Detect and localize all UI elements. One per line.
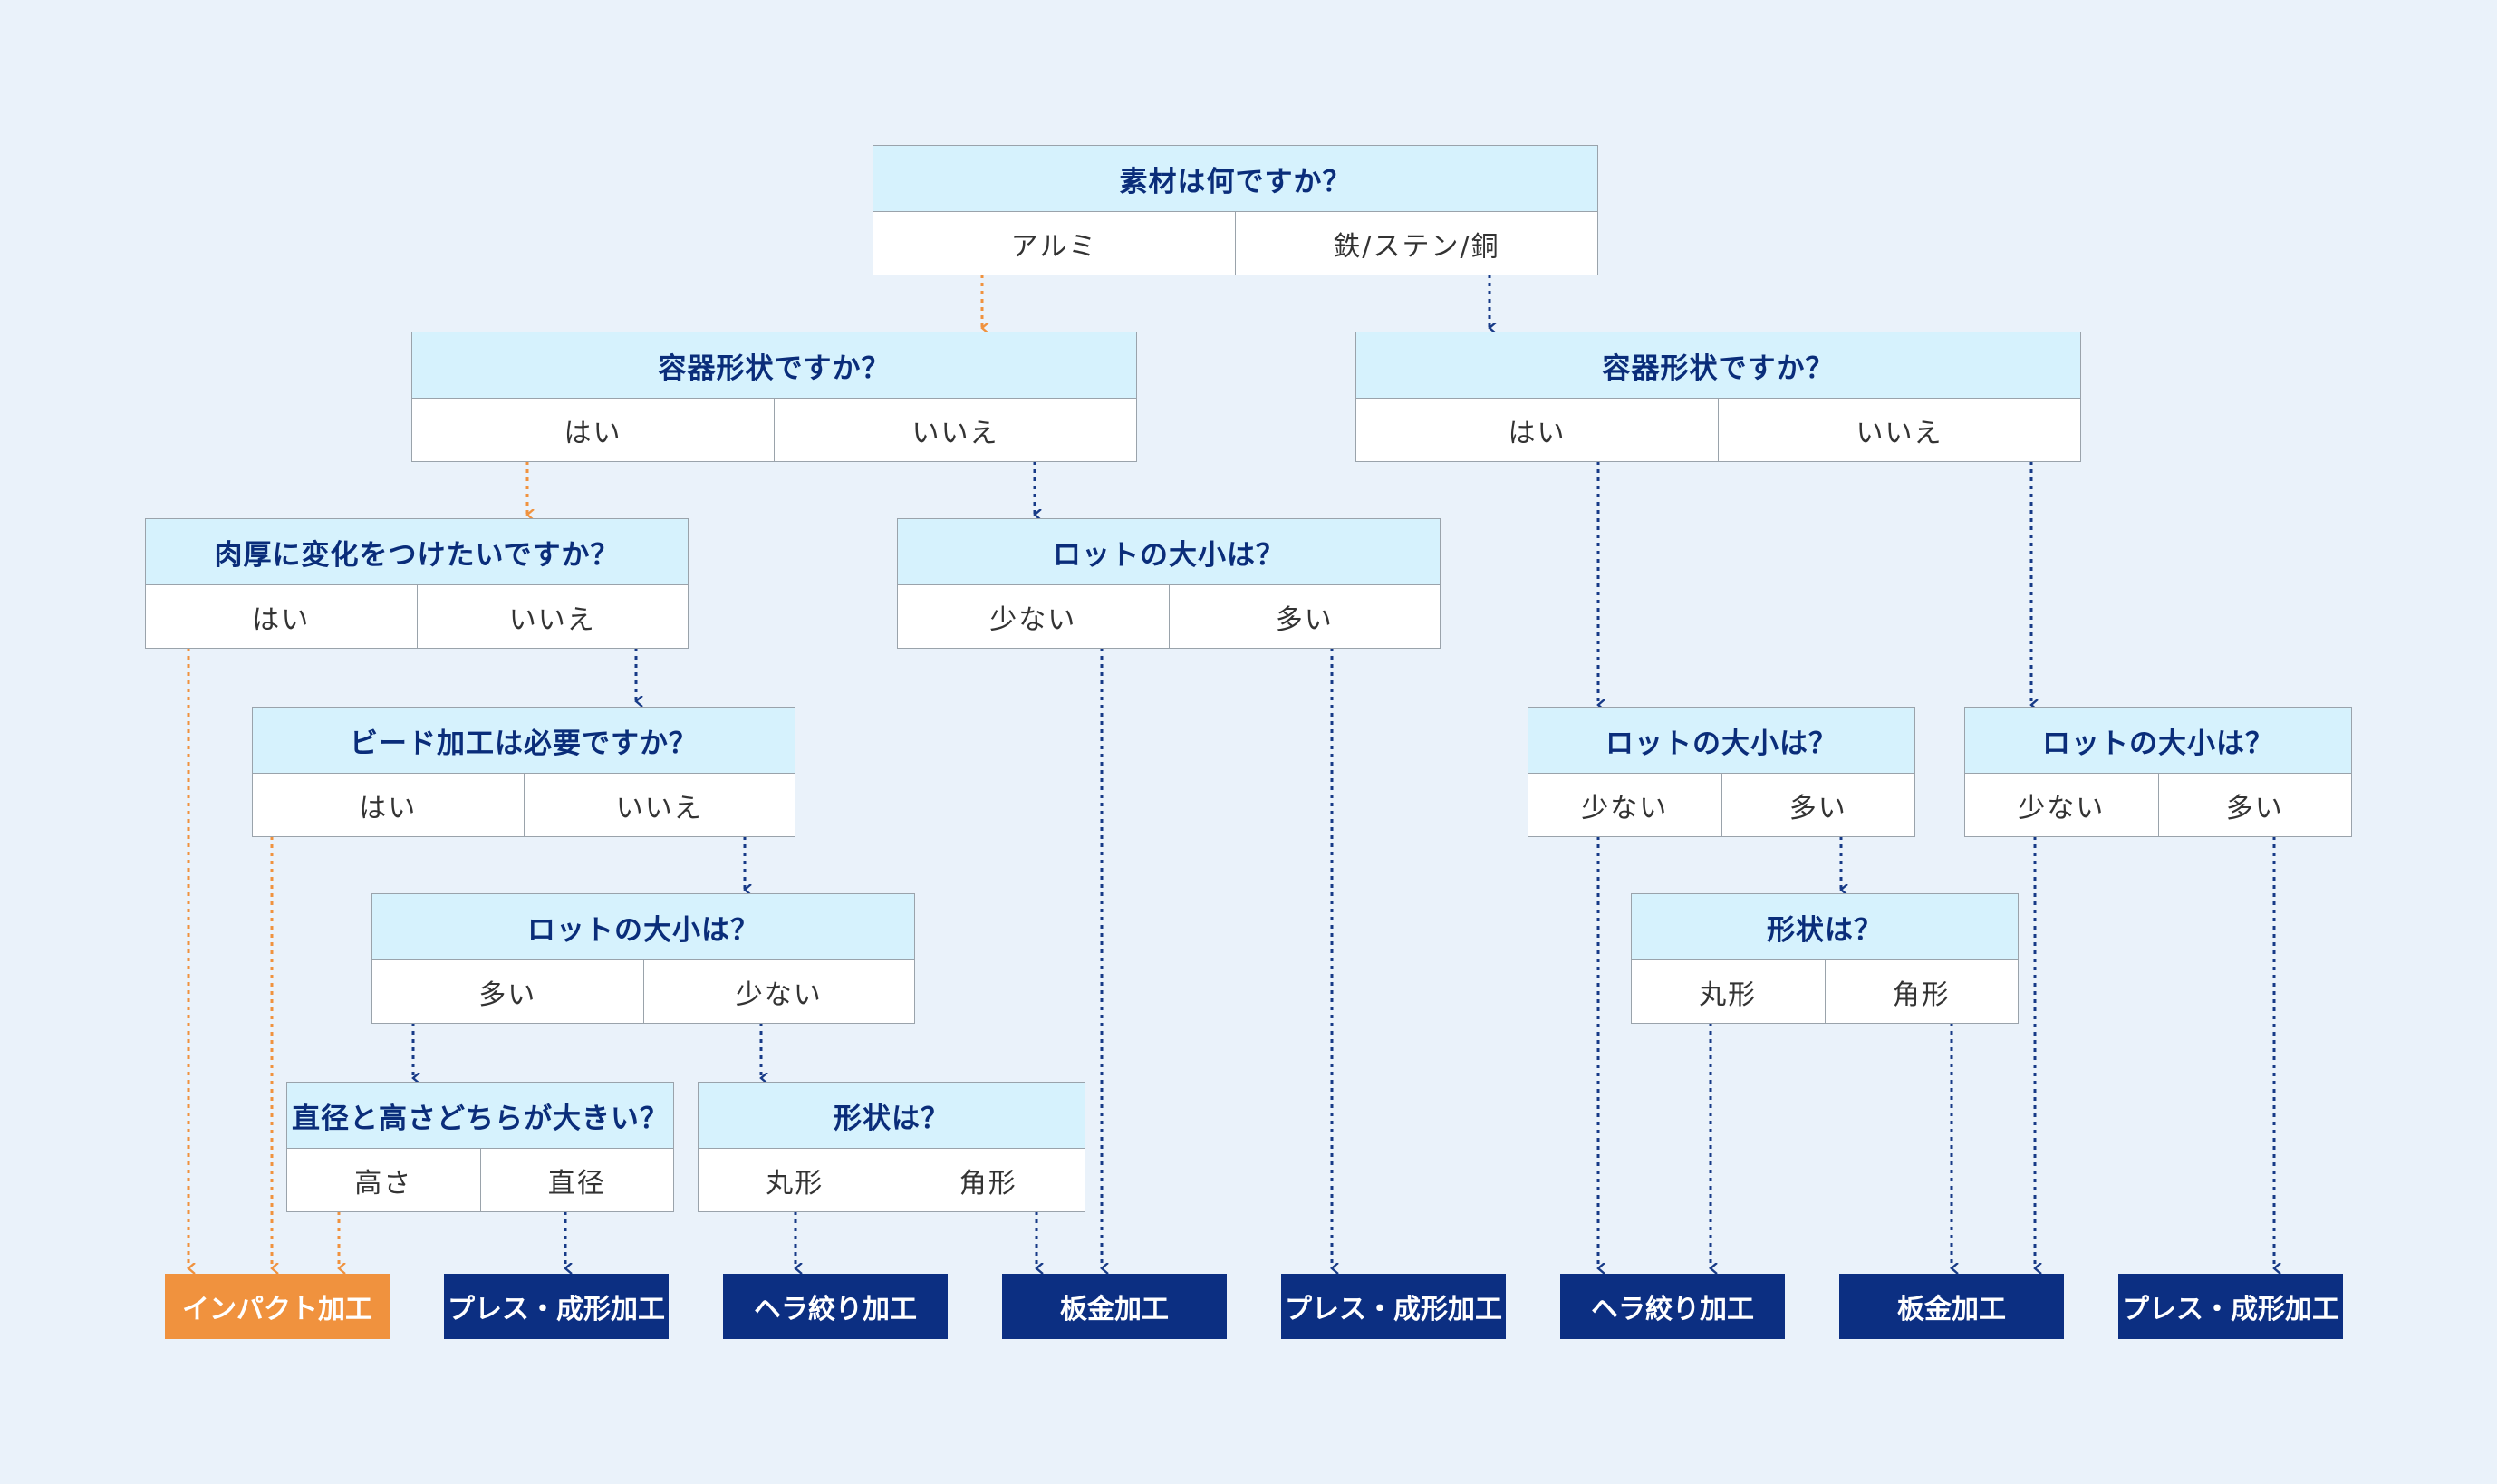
question-node-lot-size-a: ロットの大小は？ 少ない 多い — [897, 518, 1441, 649]
question-node-container-shape-steel: 容器形状ですか？ はい いいえ — [1355, 332, 2081, 462]
option-yes: はい — [252, 603, 311, 636]
question-node-material: 素材は何ですか？ アルミ 鉄/ステン/銅 — [873, 145, 1598, 275]
option-no: いいえ — [523, 774, 795, 836]
option-aluminum: アルミ — [1010, 230, 1098, 263]
result-press-forming: プレス・成形加工 — [1281, 1274, 1506, 1339]
option-no: いいえ — [416, 585, 689, 648]
question-title: 容器形状ですか？ — [412, 332, 1136, 399]
question-title: ビード加工は必要ですか？ — [253, 708, 795, 774]
option-few: 少ない — [642, 960, 915, 1023]
option-no: いいえ — [774, 399, 1136, 461]
question-title: 肉厚に変化をつけたいですか？ — [146, 519, 688, 585]
result-press-forming: プレス・成形加工 — [2118, 1274, 2343, 1339]
question-node-lot-size-c: ロットの大小は？ 少ない 多い — [1964, 707, 2352, 837]
question-title: ロットの大小は？ — [372, 894, 914, 960]
option-yes: はい — [359, 792, 418, 824]
option-no: いいえ — [1718, 399, 2080, 461]
question-title: ロットの大小は？ — [1965, 708, 2351, 774]
result-spinning: ヘラ絞り加工 — [1560, 1274, 1785, 1339]
option-round: 丸形 — [1699, 978, 1758, 1011]
option-steel-stainless-copper: 鉄/ステン/銅 — [1235, 212, 1597, 275]
option-round: 丸形 — [766, 1167, 824, 1200]
option-few: 少ない — [2018, 792, 2106, 824]
question-node-bead-processing: ビード加工は必要ですか？ はい いいえ — [252, 707, 795, 837]
option-yes: はい — [564, 417, 622, 449]
option-height: 高さ — [354, 1167, 413, 1200]
question-node-wall-thickness: 肉厚に変化をつけたいですか？ はい いいえ — [145, 518, 689, 649]
option-few: 少ない — [1581, 792, 1669, 824]
result-sheet-metal: 板金加工 — [1839, 1274, 2064, 1339]
question-title: ロットの大小は？ — [898, 519, 1440, 585]
question-node-shape-b: 形状は？ 丸形 角形 — [698, 1082, 1085, 1212]
option-square: 角形 — [1824, 960, 2019, 1023]
question-title: 容器形状ですか？ — [1356, 332, 2080, 399]
question-node-shape-a: 形状は？ 丸形 角形 — [1631, 893, 2019, 1024]
option-diameter: 直径 — [479, 1149, 674, 1211]
question-title: 直径と高さどちらが大きい？ — [287, 1083, 673, 1149]
question-node-lot-size-b: ロットの大小は？ 少ない 多い — [1528, 707, 1915, 837]
question-node-diameter-height: 直径と高さどちらが大きい？ 高さ 直径 — [286, 1082, 674, 1212]
result-press-forming: プレス・成形加工 — [444, 1274, 669, 1339]
question-title: 素材は何ですか？ — [873, 146, 1597, 212]
result-spinning: ヘラ絞り加工 — [723, 1274, 948, 1339]
option-many: 多い — [1168, 585, 1441, 648]
option-yes: はい — [1508, 417, 1567, 449]
result-impact-processing: インパクト加工 — [165, 1274, 390, 1339]
question-title: 形状は？ — [699, 1083, 1085, 1149]
question-title: ロットの大小は？ — [1528, 708, 1914, 774]
question-node-lot-size-d: ロットの大小は？ 多い 少ない — [371, 893, 915, 1024]
option-square: 角形 — [891, 1149, 1085, 1211]
question-title: 形状は？ — [1632, 894, 2018, 960]
option-many: 多い — [478, 978, 537, 1011]
result-sheet-metal: 板金加工 — [1002, 1274, 1227, 1339]
question-node-container-shape-aluminum: 容器形状ですか？ はい いいえ — [411, 332, 1137, 462]
option-few: 少ない — [989, 603, 1077, 636]
option-many: 多い — [1721, 774, 1915, 836]
option-many: 多い — [2157, 774, 2352, 836]
